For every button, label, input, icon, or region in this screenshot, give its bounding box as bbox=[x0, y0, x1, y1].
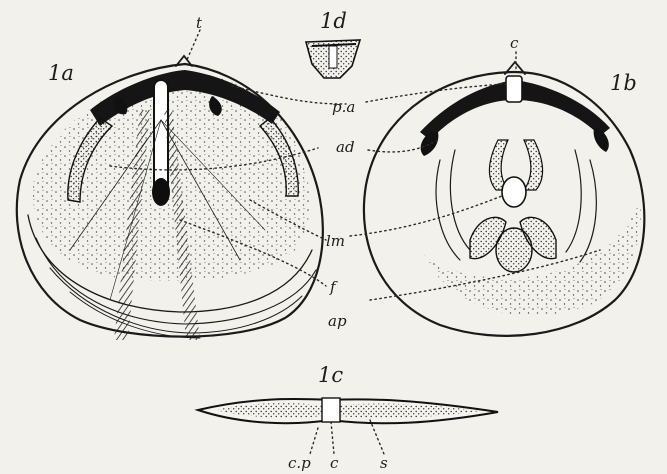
pointer-label-c-top: c bbox=[510, 34, 519, 52]
figure-label-1b: 1b bbox=[610, 71, 637, 95]
pointer-label-ap: ap bbox=[328, 312, 347, 330]
pointer-label-t: t bbox=[196, 14, 203, 32]
pointer-label-lm: lm bbox=[326, 232, 345, 250]
pointer-label-cp: c.p bbox=[288, 454, 311, 472]
figure-label-1a: 1a bbox=[48, 61, 74, 85]
pointer-label-s: s bbox=[380, 454, 388, 472]
pointer-label-ad: ad bbox=[336, 138, 355, 156]
figure-label-1c: 1c bbox=[318, 363, 343, 387]
figure-1d bbox=[306, 40, 360, 78]
figure-1a bbox=[17, 56, 323, 340]
pointer-label-f: f bbox=[329, 278, 338, 296]
figure-1c bbox=[198, 398, 498, 423]
pointer-label-c-bottom: c bbox=[330, 454, 339, 472]
pointer-label-pa: p.a bbox=[332, 98, 355, 116]
figure-label-1d: 1d bbox=[320, 9, 347, 33]
